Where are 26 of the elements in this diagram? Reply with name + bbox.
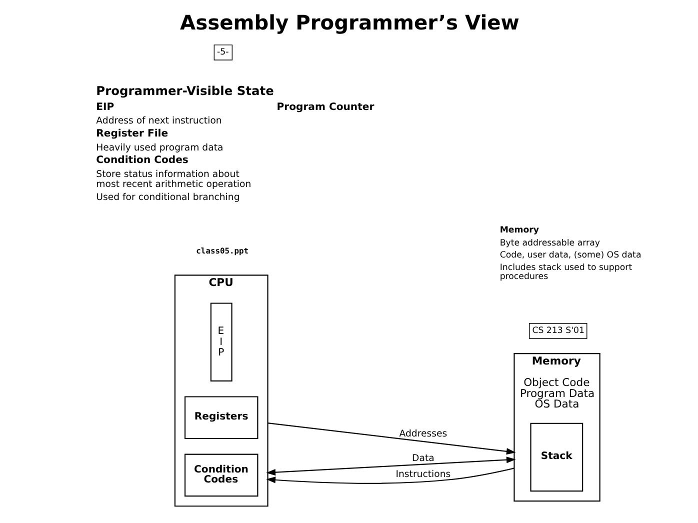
label: EIP xyxy=(96,102,114,113)
edge-label: Data xyxy=(412,453,434,464)
label: CS 213 S'01 xyxy=(532,326,584,336)
node-box: Condition Codes xyxy=(184,454,258,497)
label: Memory xyxy=(499,225,539,236)
label: Register File xyxy=(96,128,168,140)
label: Heavily used program data xyxy=(96,142,223,154)
label: Store status information about most recent arithmetic operation xyxy=(96,168,251,190)
label: Byte addressable array xyxy=(499,238,600,248)
arrow xyxy=(266,456,516,476)
label: Used for conditional branching xyxy=(96,192,240,203)
node-box: Registers xyxy=(184,396,258,440)
label: Code, user data, (some) OS data xyxy=(499,250,641,261)
diagram-title: Assembly Programmer’s View xyxy=(180,10,519,34)
node-box: Stack xyxy=(530,422,583,492)
label: Condition Codes xyxy=(96,155,188,166)
label: Program Counter xyxy=(276,102,374,113)
label: -5- xyxy=(216,48,228,58)
label: Address of next instruction xyxy=(96,116,222,127)
arrow xyxy=(267,422,516,455)
label: Includes stack used to support procedures xyxy=(499,262,632,282)
node-box: E I P xyxy=(210,302,232,382)
label: Programmer-Visible State xyxy=(96,84,274,98)
edge-label: Addresses xyxy=(398,428,447,440)
arrow xyxy=(266,468,514,484)
edge-label: Instructions xyxy=(395,468,450,480)
